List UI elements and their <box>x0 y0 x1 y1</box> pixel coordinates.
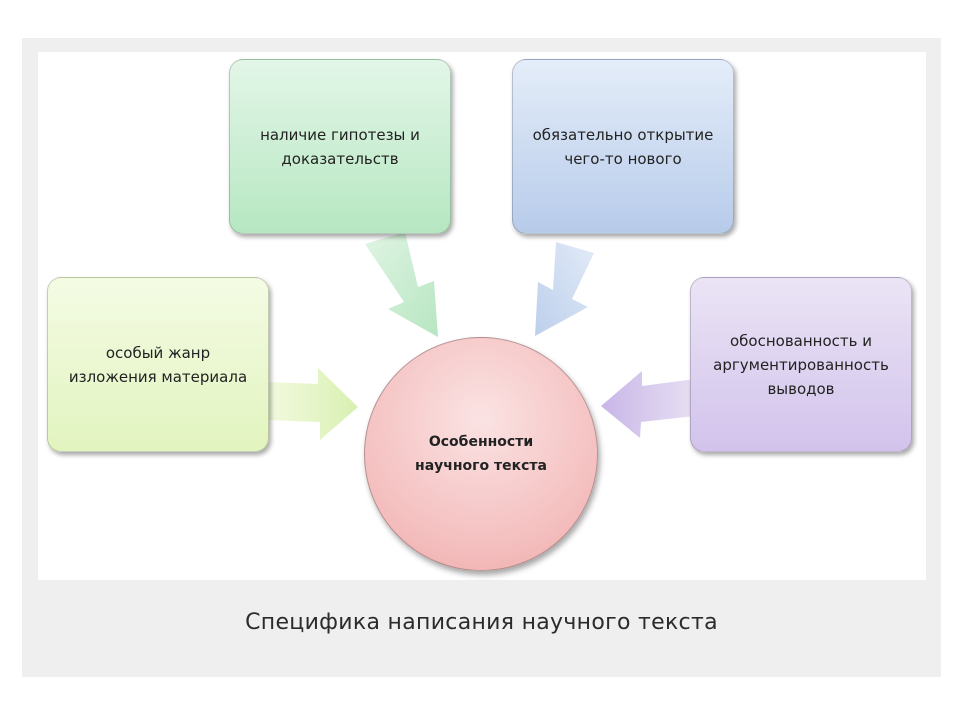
node-discovery-label: обязательно открытие чего-то нового <box>532 125 714 168</box>
diagram-canvas: особый жанр изложения материала наличие … <box>38 52 926 580</box>
arrow-hypothesis <box>365 232 438 337</box>
node-conclusions-label: обоснованность и аргументированность выв… <box>713 331 889 398</box>
node-hypothesis-label: наличие гипотезы и доказательств <box>260 125 420 168</box>
arrow-discovery <box>535 242 594 336</box>
arrow-genre <box>268 368 358 440</box>
node-conclusions: обоснованность и аргументированность выв… <box>690 277 912 452</box>
figure-caption: Специфика написания научного текста <box>245 610 718 635</box>
center-node-label: Особенности научного текста <box>415 434 547 474</box>
arrows-layer <box>268 232 695 440</box>
node-genre-label: особый жанр изложения материала <box>68 343 248 386</box>
arrow-conclusions <box>601 371 695 438</box>
node-genre: особый жанр изложения материала <box>47 277 269 452</box>
node-hypothesis: наличие гипотезы и доказательств <box>229 59 451 234</box>
center-node: Особенности научного текста <box>364 337 598 571</box>
node-discovery: обязательно открытие чего-то нового <box>512 59 734 234</box>
